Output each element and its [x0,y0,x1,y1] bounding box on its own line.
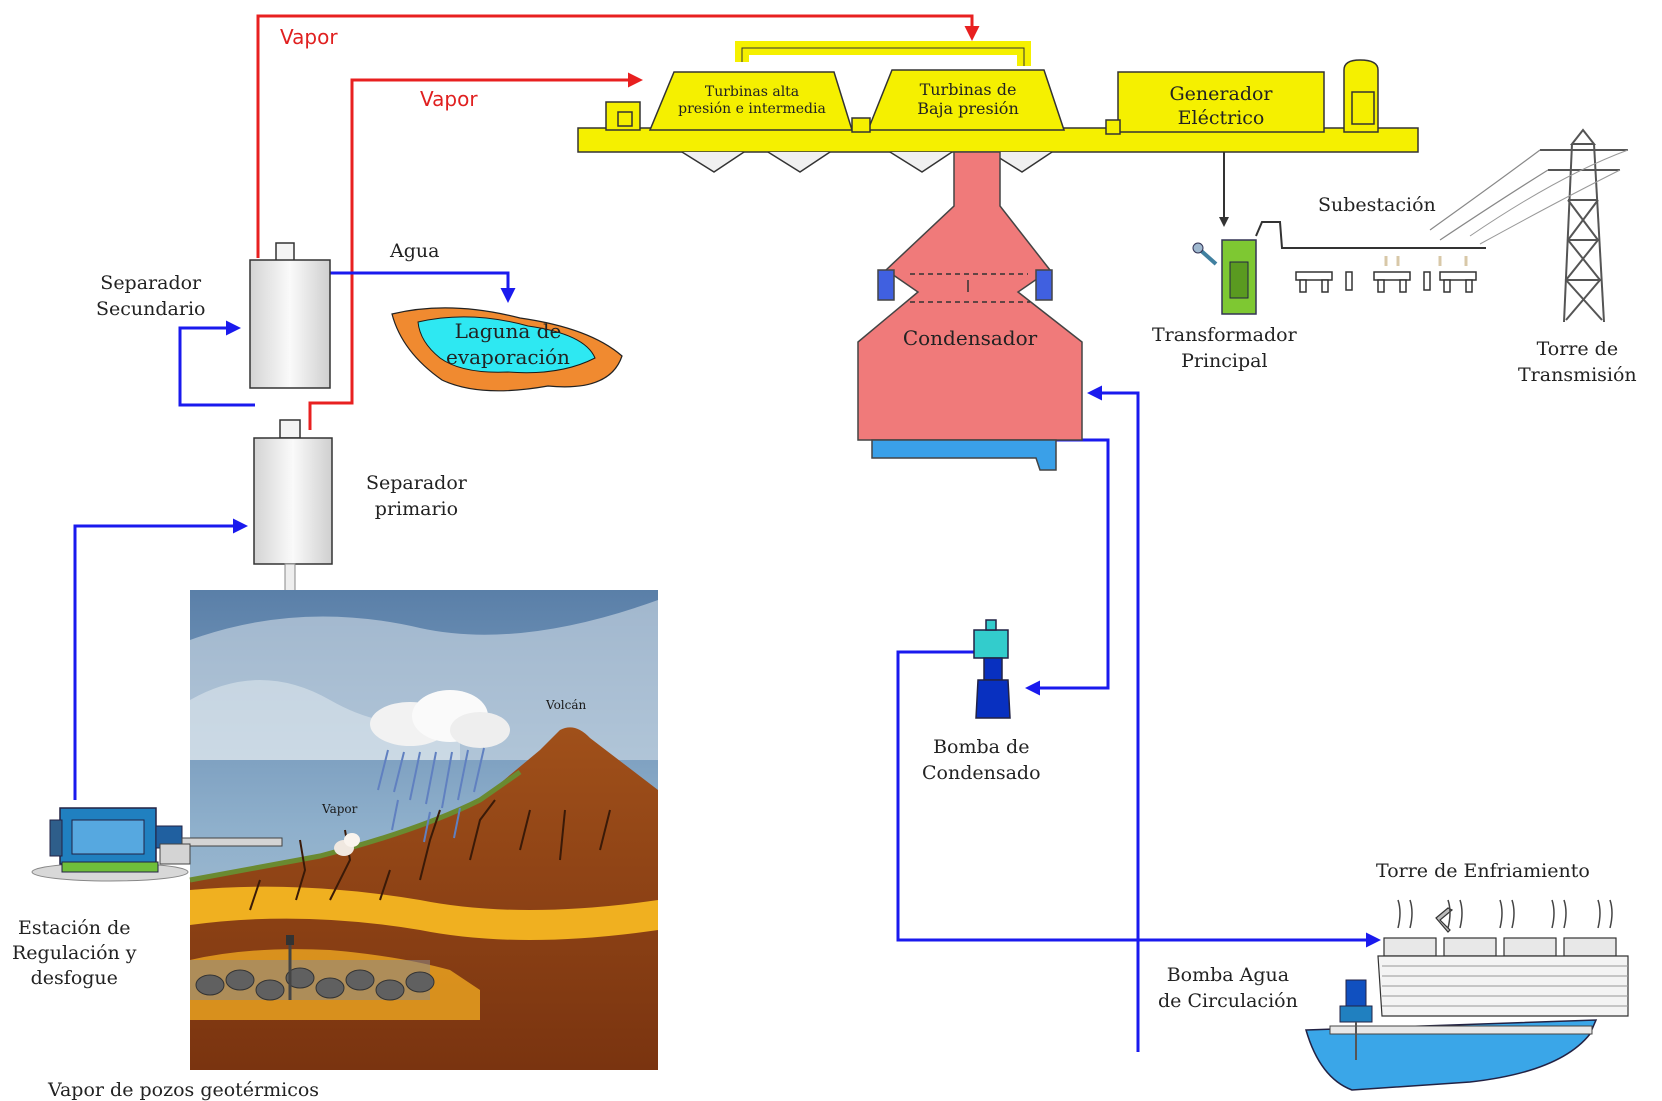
label-vapor-mid: Vapor [420,87,478,111]
label-condensador: Condensador [902,326,1038,350]
lp-turbine-shape [866,69,1066,131]
turbine-generator-platform [577,41,1419,173]
label-estacion: Estación de Regulación y desfogue [12,917,137,989]
label-turbinas-baja: Turbinas de Baja presión [917,80,1019,118]
label-transformador: Transformador Principal [1152,324,1297,372]
transformer-substation [1192,152,1486,315]
evaporation-lagoon [391,307,623,392]
hp-turbine-shape [648,71,854,131]
water-from-regulation [73,518,248,800]
condensate-pump [973,619,1011,719]
label-torre-enfriamiento: Torre de Enfriamiento [1376,860,1590,882]
label-agua: Agua [390,240,440,262]
water-pump-to-tower [896,650,1381,948]
cooling-tower [1305,899,1629,1091]
label-vapor-pozos: Vapor de pozos geotérmicos [48,1079,320,1101]
label-torre-transmision: Torre de Transmisión [1518,338,1637,386]
label-separador-primario: Separador primario [366,472,467,520]
secondary-separator [249,242,331,389]
label-vapor-small: Vapor [322,802,358,816]
water-to-condenser [1087,385,1140,1052]
rain-cloud [370,690,510,843]
cooling-basin [1305,1019,1598,1091]
label-subestacion: Subestación [1318,194,1436,216]
steam-pipes [256,14,980,430]
water-to-lagoon [330,271,516,303]
geological-cross-section [189,590,658,1070]
label-separador-secundario: Separador Secundario [96,272,206,320]
steam-line-primary [308,72,643,430]
label-volcan: Volcán [546,698,587,712]
steam-line-secondary [256,14,980,258]
cooling-fan-stacks [1383,937,1617,957]
water-loop-secondary [178,320,255,407]
steam-puff [334,833,360,856]
label-vapor-top: Vapor [280,25,338,49]
regulation-station [31,807,283,882]
transmission-tower [1429,128,1629,323]
label-turbinas-alta: Turbinas alta presión e intermedia [678,84,826,117]
label-bomba-agua: Bomba Agua de Circulación [1158,964,1298,1012]
condenser-unit [857,151,1083,471]
label-laguna: Laguna de evaporación [446,319,570,369]
water-condenser-to-pump [1025,438,1110,696]
label-bomba-condensado: Bomba de Condensado [922,736,1041,784]
label-generador: Generador Eléctrico [1169,83,1273,129]
